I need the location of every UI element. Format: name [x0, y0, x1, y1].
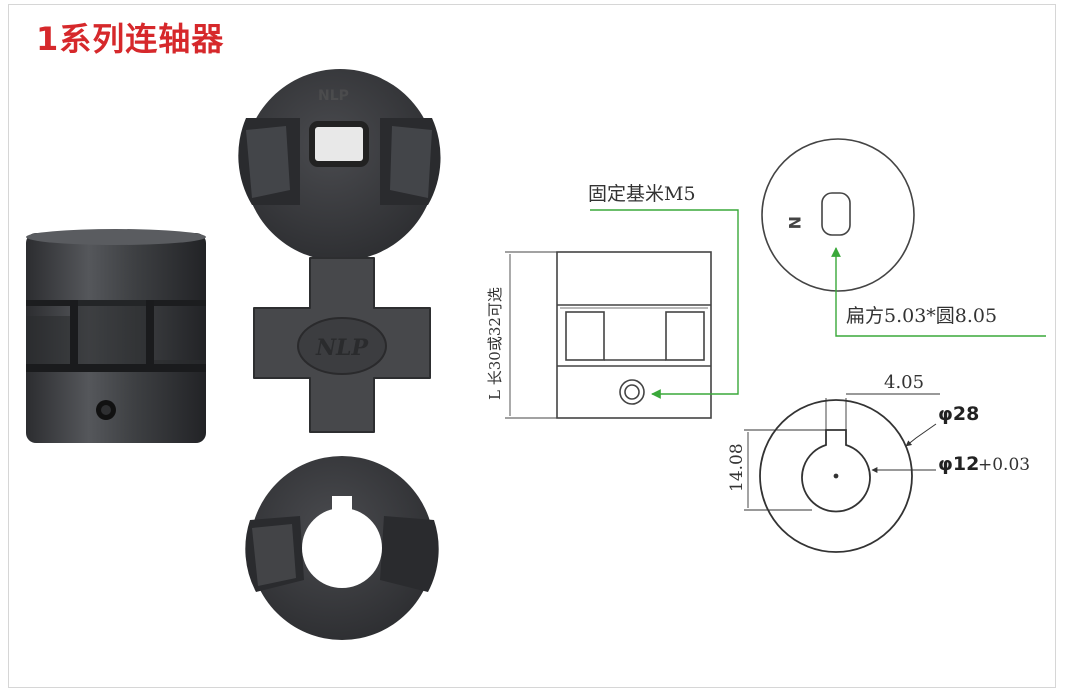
spider-insert: NLP [253, 257, 431, 433]
d-flat-label: 扁方5.03*圆8.05 [846, 305, 997, 327]
jaw-hub-d-bore: NLP [238, 69, 441, 261]
keyway-depth-label: 14.08 [727, 443, 747, 492]
end-view-d-bore [761, 138, 915, 292]
page-title: 1系列连轴器 [36, 20, 225, 58]
d-flat-leader [831, 247, 1046, 337]
spider-logo: NLP [315, 335, 370, 361]
hub-outline [556, 251, 712, 419]
length-label: L 长30或32可选 [486, 287, 504, 400]
screw-hole-outline [619, 379, 645, 405]
set-screw-label: 固定基米M5 [588, 183, 696, 205]
image-border [8, 4, 1056, 688]
outer-diameter-label: φ28 [938, 403, 979, 425]
bore-tolerance-label: +0.03 [978, 455, 1030, 475]
round-bore-opening [302, 508, 382, 588]
assembled-coupling [26, 229, 206, 443]
jaw-hub-keyed-bore [245, 456, 439, 640]
set-screw-leader [590, 209, 739, 399]
embossed-logo: NLP [318, 88, 349, 104]
d-bore-opening [309, 121, 369, 167]
keyway-width-label: 4.05 [884, 372, 924, 393]
end-view-keyed-bore [744, 393, 940, 553]
bore-diameter-label: φ12 [938, 453, 979, 475]
side-view-drawing [505, 251, 712, 419]
orientation-mark: N [785, 216, 804, 229]
